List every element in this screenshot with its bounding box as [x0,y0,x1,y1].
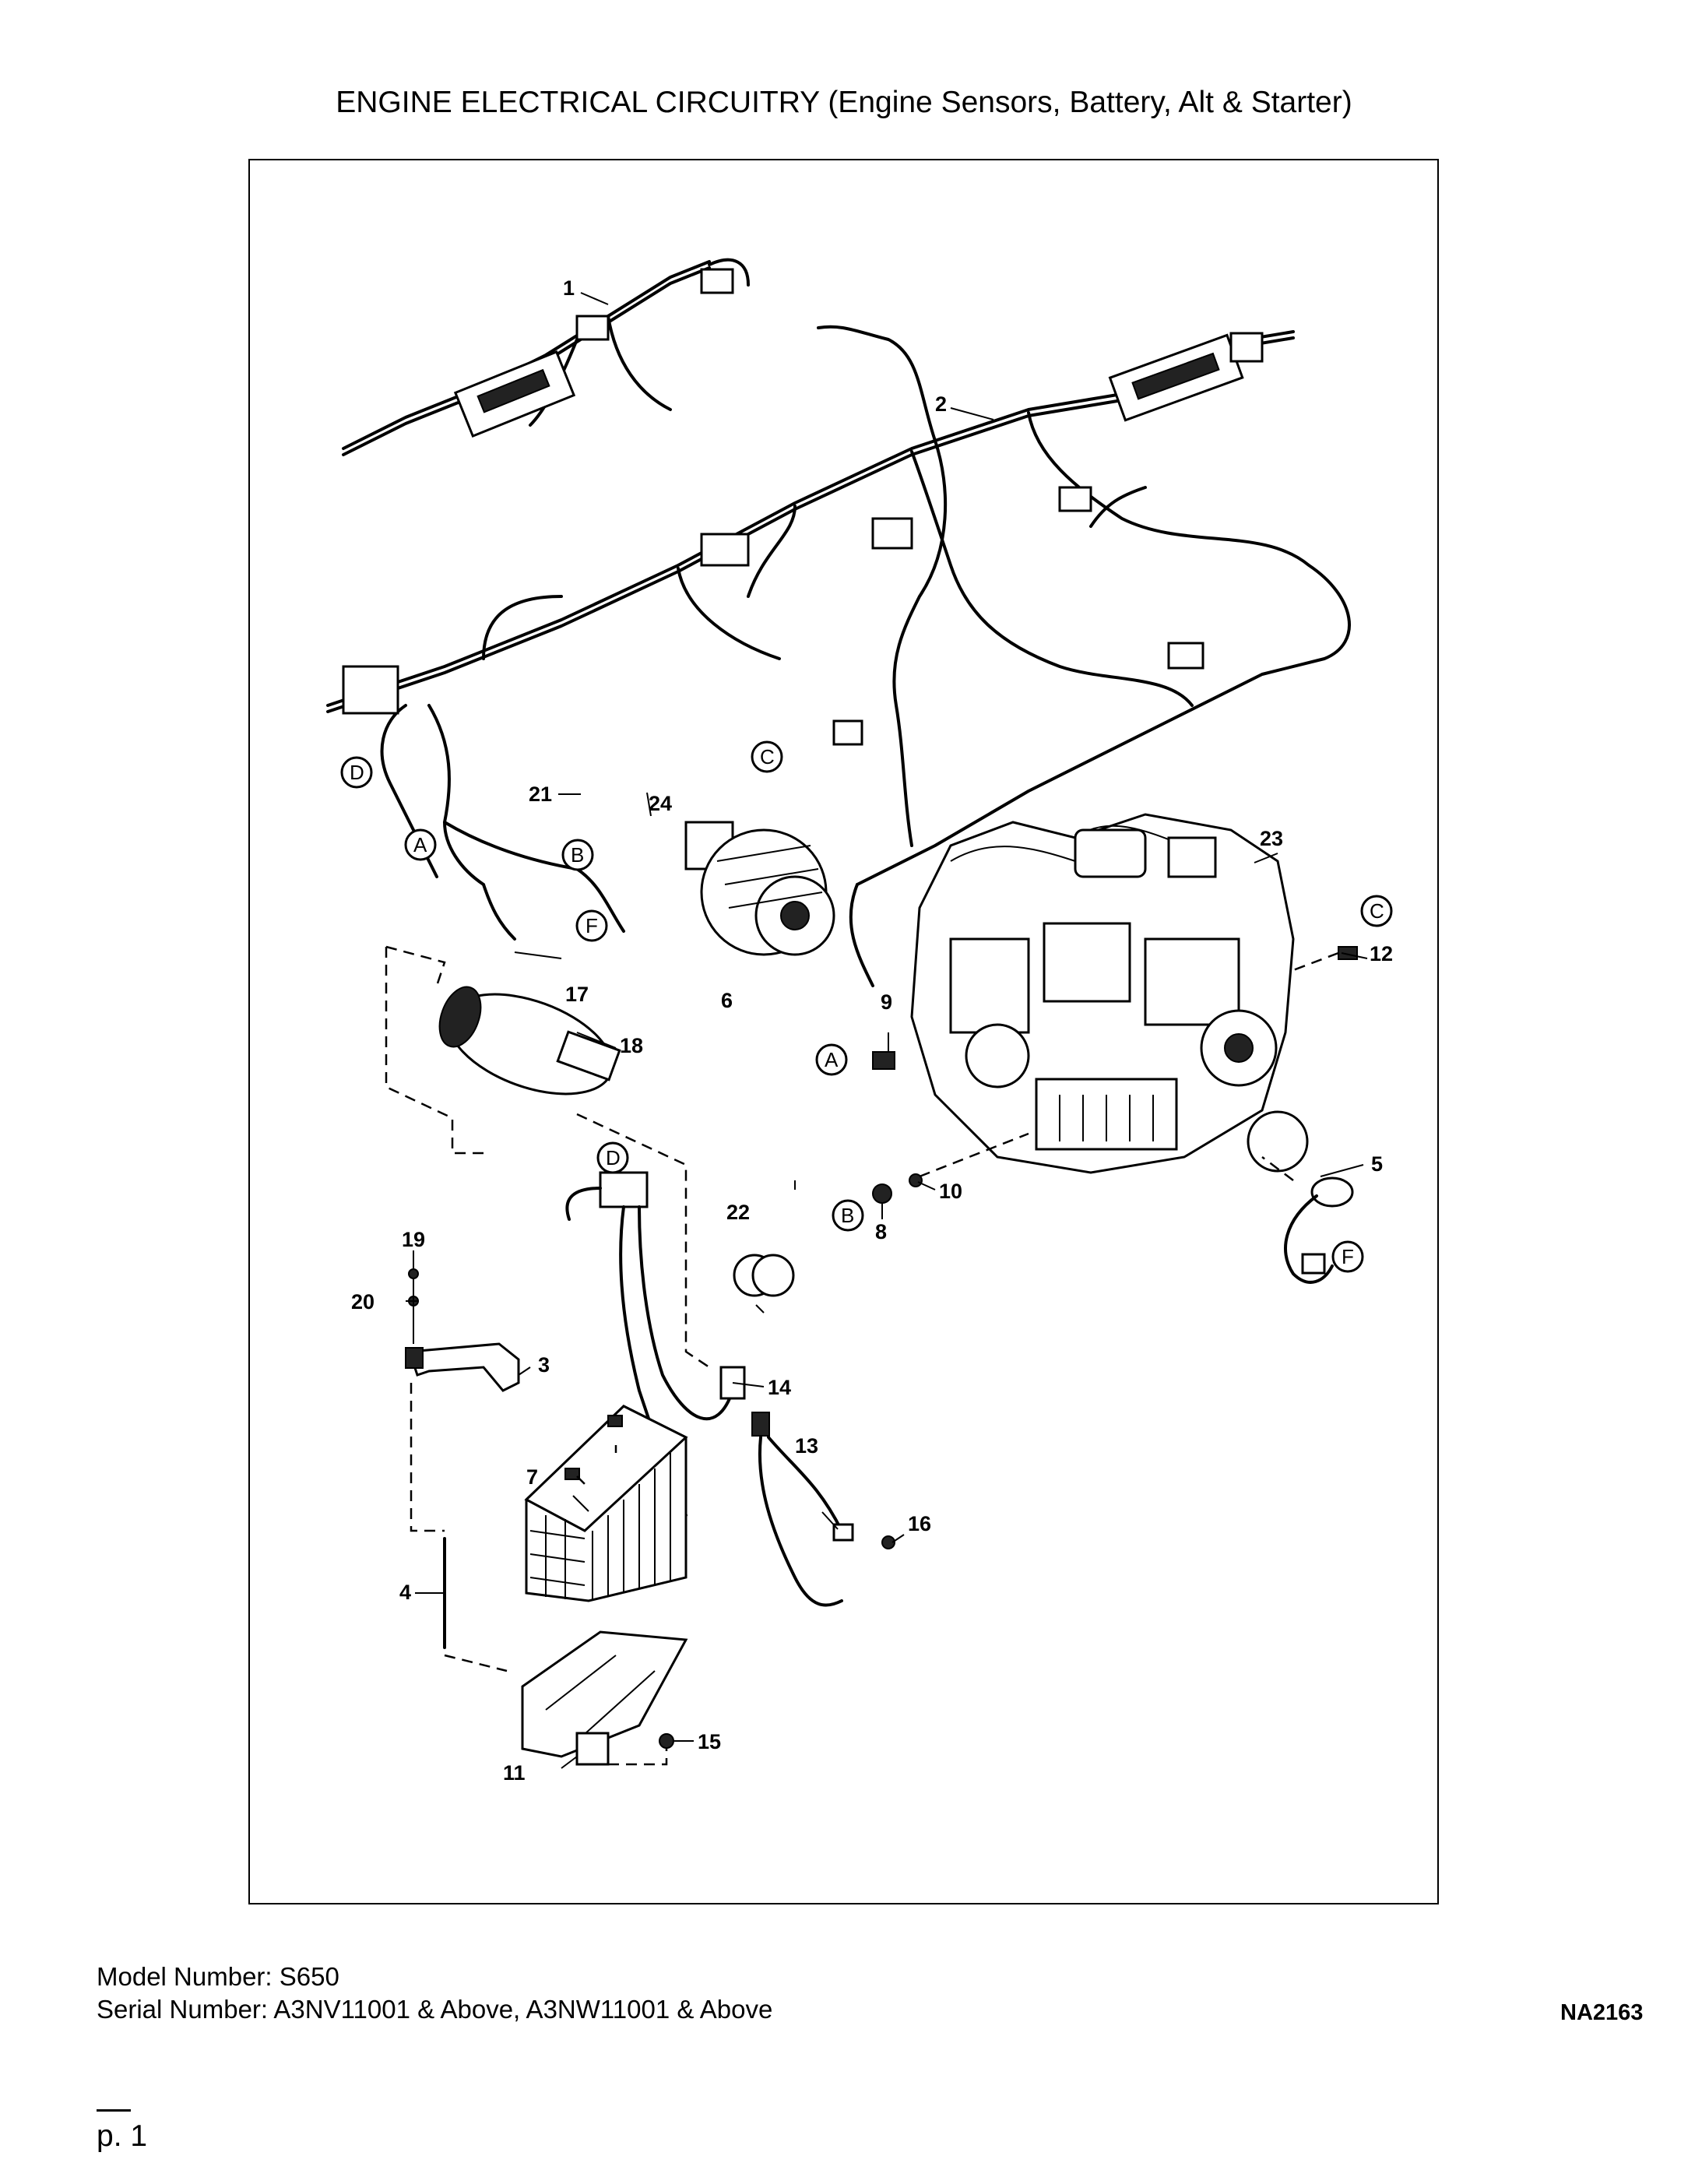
connector-a-sensor: A [825,1048,839,1071]
harness-2 [326,325,1352,987]
page-title: ENGINE ELECTRICAL CIRCUITRY (Engine Sens… [336,86,1352,119]
connector-f-harness: F [586,914,598,937]
connector-c-sensor: C [1370,899,1384,923]
callout-5: 5 [1371,1152,1383,1176]
callout-18: 18 [620,1034,643,1057]
callout-8: 8 [875,1220,887,1243]
callout-6: 6 [721,989,733,1012]
leader-lines [406,292,1368,1769]
callout-4: 4 [399,1581,411,1604]
connector-b-sensor: B [841,1204,854,1227]
callout-1: 1 [563,276,575,300]
callout-17: 17 [565,983,589,1006]
callout-15: 15 [698,1730,721,1753]
callout-20: 20 [351,1290,375,1314]
connector-b-harness: B [571,843,584,867]
callout-21: 21 [529,783,552,806]
battery [524,1405,688,1602]
callout-24: 24 [649,792,672,815]
callout-16: 16 [908,1512,931,1535]
connector-d-harness: D [350,761,364,784]
page-number: p. 1 [97,2119,148,2153]
sensors [872,946,1358,1284]
callout-23: 23 [1260,827,1283,850]
callout-13: 13 [795,1434,818,1458]
callout-19: 19 [402,1228,425,1251]
starter [438,986,621,1096]
callout-22: 22 [726,1201,750,1224]
callout-12: 12 [1370,942,1393,965]
callout-labels: 1 2 3 4 5 6 7 8 9 10 11 12 13 14 15 16 1… [351,276,1393,1785]
clamp-22 [733,1254,795,1314]
callout-9: 9 [881,990,892,1014]
figure-id: NA2163 [1560,2000,1644,2025]
model-number: Model Number: S650 [97,1962,339,1991]
assembly-lines [385,945,1339,1766]
callout-2: 2 [935,392,947,416]
connector-letter-callouts: D A B F C C A B D F [340,740,1393,1273]
page-divider [97,2109,131,2112]
callout-7: 7 [526,1465,538,1489]
connector-f-sensor: F [1342,1245,1354,1268]
connector-a-harness: A [413,833,427,856]
ground-cable-13 [751,1412,895,1607]
engine [910,813,1309,1174]
callout-14: 14 [768,1376,791,1399]
harness-1 [342,258,750,456]
connector-c-harness: C [760,745,775,768]
alternator [700,828,835,956]
serial-number: Serial Number: A3NV11001 & Above, A3NW11… [97,1995,773,2024]
callout-3: 3 [538,1353,550,1377]
diagram-frame: 1 2 3 4 5 6 7 8 9 10 11 12 13 14 15 16 1… [248,159,1643,2025]
callout-11: 11 [503,1761,526,1785]
callout-10: 10 [939,1180,962,1203]
wiring-diagram: 1 2 3 4 5 6 7 8 9 10 11 12 13 14 15 16 1… [326,258,1393,1785]
hold-down-bracket-3 [405,1268,520,1392]
connector-d-cable: D [606,1146,621,1169]
